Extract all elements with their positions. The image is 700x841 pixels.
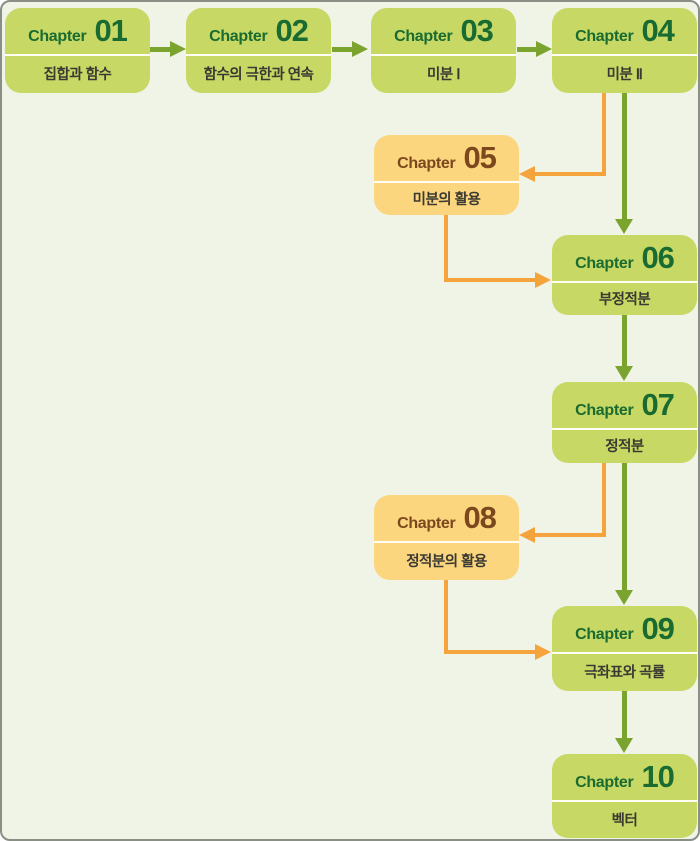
chapter-number: 09 <box>641 611 674 646</box>
divider-line <box>5 54 150 56</box>
chapter-card-09: Chapter 09 극좌표와 곡률 <box>552 606 697 691</box>
arrow-line <box>602 93 606 176</box>
chapter-10-header: Chapter 10 <box>552 754 697 800</box>
chapter-card-06: Chapter 06 부정적분 <box>552 235 697 315</box>
arrow-head-left-icon <box>519 527 535 543</box>
arrow-head-right-icon <box>352 41 368 57</box>
chapter-number: 04 <box>641 13 674 48</box>
arrow-line <box>444 650 536 654</box>
chapter-number: 05 <box>463 140 496 175</box>
chapter-title: 집합과 함수 <box>43 67 112 83</box>
arrow-line <box>622 463 627 590</box>
chapter-title: 극좌표와 곡률 <box>584 665 665 681</box>
chapter-04-header: Chapter 04 <box>552 8 697 54</box>
chapter-03-header: Chapter 03 <box>371 8 516 54</box>
arrow-line <box>150 47 172 52</box>
chapter-09-header: Chapter 09 <box>552 606 697 652</box>
chapter-card-10: Chapter 10 벡터 <box>552 754 697 838</box>
arrow-head-right-icon <box>536 41 552 57</box>
chapter-card-08: Chapter 08 정적분의 활용 <box>374 495 519 580</box>
divider-line <box>371 54 516 56</box>
chapter-label: Chapter <box>394 28 453 45</box>
arrow-line <box>534 172 606 176</box>
chapter-title: 부정적분 <box>598 291 651 308</box>
chapter-title: 미분 Ⅰ <box>427 67 461 83</box>
arrow-head-down-icon <box>615 219 633 234</box>
arrow-line <box>622 315 627 366</box>
chapter-title: 함수의 극한과 연속 <box>203 67 314 83</box>
arrow-line <box>332 47 354 52</box>
chapter-label: Chapter <box>575 28 634 45</box>
chapter-label: Chapter <box>575 774 634 791</box>
chapter-card-01: Chapter 01 집합과 함수 <box>5 8 150 93</box>
chapter-card-04: Chapter 04 미분 Ⅱ <box>552 8 697 93</box>
arrow-head-down-icon <box>615 590 633 605</box>
arrow-line <box>622 691 627 738</box>
arrow-head-down-icon <box>615 366 633 381</box>
divider-line <box>374 541 519 543</box>
arrow-line <box>517 47 538 52</box>
chapter-card-05: Chapter 05 미분의 활용 <box>374 135 519 215</box>
chapter-card-03: Chapter 03 미분 Ⅰ <box>371 8 516 93</box>
chapter-label: Chapter <box>28 28 87 45</box>
chapter-title: 벡터 <box>611 812 638 829</box>
arrow-line <box>602 463 606 535</box>
chapter-number: 02 <box>275 13 308 48</box>
chapter-08-header: Chapter 08 <box>374 495 519 541</box>
divider-line <box>552 428 697 430</box>
chapter-label: Chapter <box>575 255 634 272</box>
chapter-number: 07 <box>641 387 674 422</box>
divider-line <box>186 54 331 56</box>
chapter-number: 06 <box>641 240 674 275</box>
chapter-title: 미분 Ⅱ <box>606 67 643 83</box>
arrow-head-left-icon <box>519 166 535 182</box>
arrow-line <box>534 533 606 537</box>
chapter-label: Chapter <box>397 515 456 532</box>
arrow-head-right-icon <box>535 272 551 288</box>
chapter-label: Chapter <box>575 402 634 419</box>
chapter-title: 정적분 <box>605 439 644 455</box>
chapter-06-header: Chapter 06 <box>552 235 697 281</box>
arrow-line <box>444 278 536 282</box>
divider-line <box>552 54 697 56</box>
chapter-label: Chapter <box>575 626 634 643</box>
chapter-label: Chapter <box>397 155 456 172</box>
chapter-07-header: Chapter 07 <box>552 382 697 428</box>
chapter-number: 03 <box>460 13 493 48</box>
arrow-line <box>444 580 448 652</box>
arrow-line <box>444 215 448 280</box>
chapter-02-header: Chapter 02 <box>186 8 331 54</box>
arrow-line <box>622 93 627 219</box>
divider-line <box>552 281 697 283</box>
chapter-card-02: Chapter 02 함수의 극한과 연속 <box>186 8 331 93</box>
arrow-head-right-icon <box>170 41 186 57</box>
arrow-head-right-icon <box>535 644 551 660</box>
chapter-title: 정적분의 활용 <box>406 554 487 570</box>
chapter-number: 01 <box>94 13 127 48</box>
chapter-05-header: Chapter 05 <box>374 135 519 181</box>
chapter-number: 10 <box>641 759 674 794</box>
chapter-number: 08 <box>463 500 496 535</box>
chapter-01-header: Chapter 01 <box>5 8 150 54</box>
divider-line <box>552 800 697 802</box>
chapter-label: Chapter <box>209 28 268 45</box>
arrow-head-down-icon <box>615 738 633 753</box>
divider-line <box>552 652 697 654</box>
divider-line <box>374 181 519 183</box>
chapter-card-07: Chapter 07 정적분 <box>552 382 697 463</box>
chapter-title: 미분의 활용 <box>412 191 481 208</box>
